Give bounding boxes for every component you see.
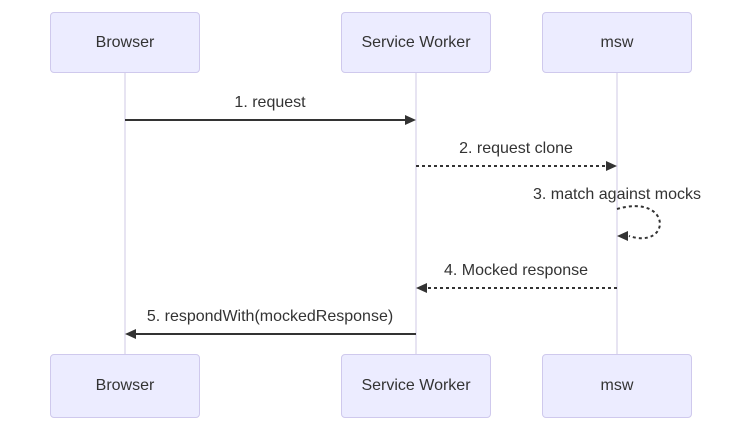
actor-top-service-worker: Service Worker <box>341 12 491 73</box>
arrowhead-left-icon <box>617 231 628 241</box>
arrowhead-right-icon <box>405 115 416 125</box>
actor-label: Service Worker <box>361 33 471 51</box>
actor-label: msw <box>600 33 634 51</box>
message-self-loop-3 <box>616 205 661 240</box>
actor-label: Browser <box>95 377 155 394</box>
arrowhead-right-icon <box>606 161 617 171</box>
message-label-2: 2. request clone <box>459 140 573 157</box>
arrowhead-left-icon <box>416 283 427 293</box>
actor-top-msw: msw <box>542 12 692 73</box>
actor-bottom-browser: Browser <box>50 354 200 418</box>
actor-label: msw <box>600 377 634 394</box>
message-label-3: 3. match against mocks <box>532 186 702 203</box>
message-label-1: 1. request <box>234 94 306 111</box>
actor-bottom-msw: msw <box>542 354 692 418</box>
message-label-4: 4. Mocked response <box>443 262 589 279</box>
actor-top-browser: Browser <box>50 12 200 73</box>
actor-label: Service Worker <box>361 377 471 394</box>
message-label-5: 5. respondWith(mockedResponse) <box>146 308 394 325</box>
actor-bottom-service-worker: Service Worker <box>341 354 491 418</box>
actor-label: Browser <box>95 33 155 51</box>
arrowhead-left-icon <box>125 329 136 339</box>
